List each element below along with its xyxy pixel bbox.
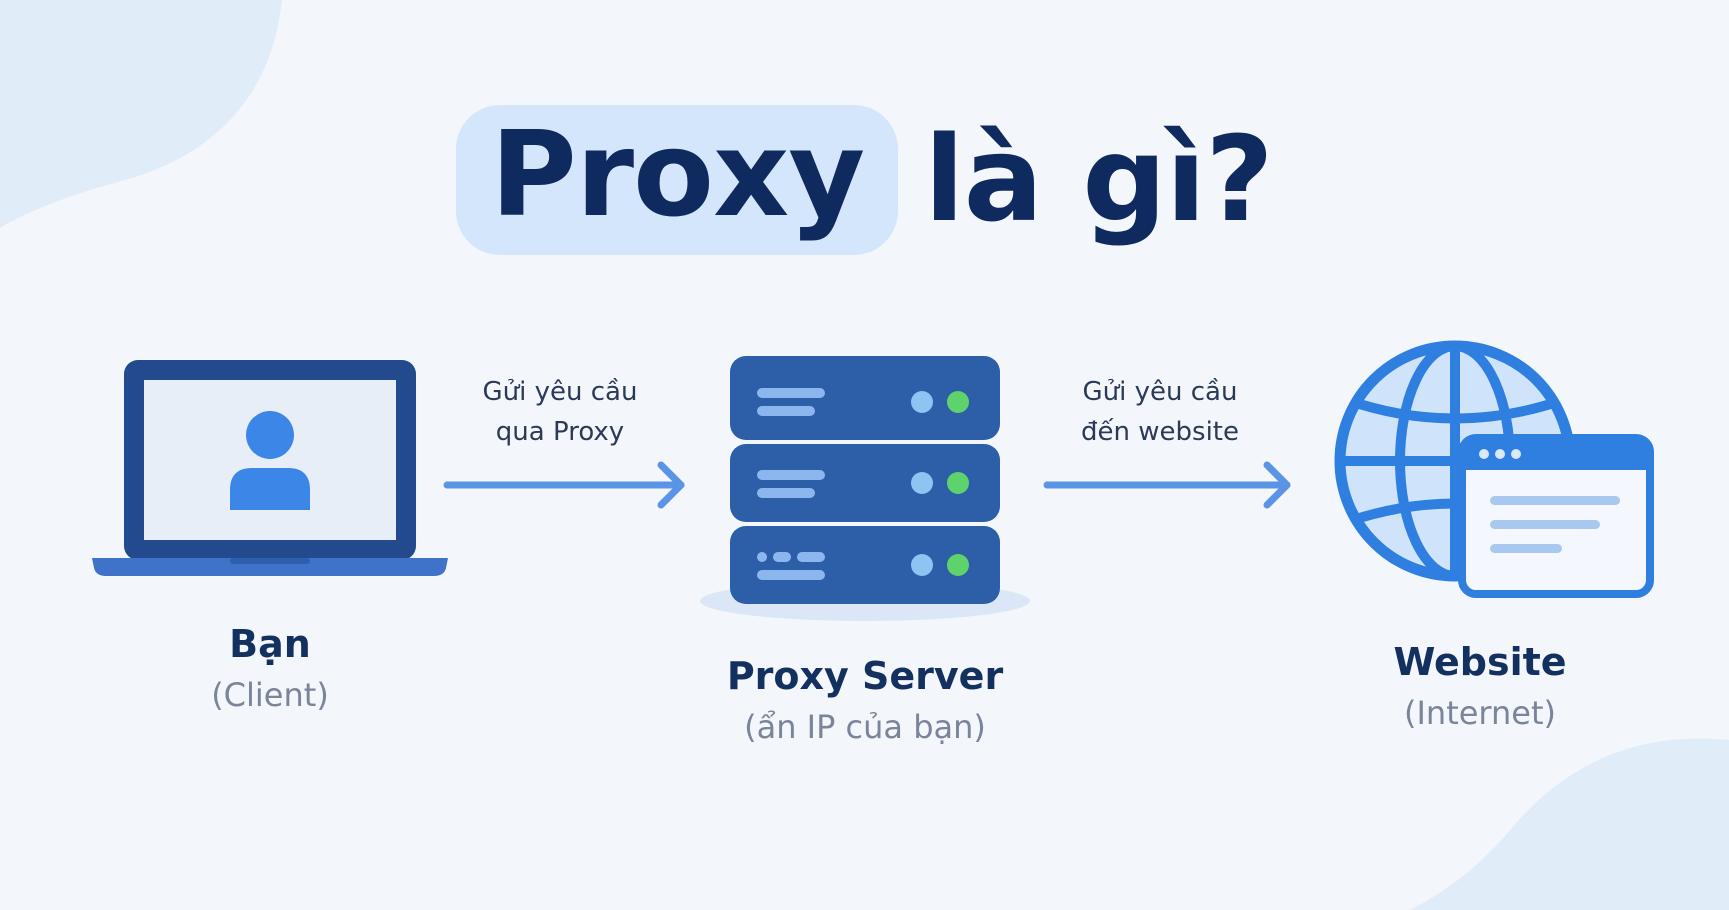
proxy-sub: (ẩn IP của bạn) [744,708,986,746]
client-label: Bạn (Client) [140,622,400,714]
server-icon [700,356,1030,621]
title-highlight: Proxy [456,105,899,255]
arrow-label-to-proxy-line2: qua Proxy [495,417,625,447]
website-name: Website [1393,640,1567,684]
client-name: Bạn [229,622,311,666]
client-sub: (Client) [211,676,329,714]
arrow-label-to-website: Gửi yêu cầu đến website [1040,372,1280,452]
arrow-label-to-proxy: Gửi yêu cầu qua Proxy [440,372,680,452]
proxy-label: Proxy Server (ẩn IP của bạn) [690,654,1040,746]
title-rest: là gì? [924,110,1274,249]
website-sub: (Internet) [1403,694,1557,732]
page-title: Proxy là gì? [456,105,1274,255]
arrow-label-to-proxy-line1: Gửi yêu cầu [482,377,638,407]
user-icon [230,411,310,510]
laptop-icon [92,360,448,576]
arrow-label-to-website-line1: Gửi yêu cầu [1082,377,1238,407]
background-blob-bottom-right [1410,738,1729,910]
title-area: Proxy là gì? [0,100,1729,260]
arrow-label-to-website-line2: đến website [1081,417,1239,447]
browser-window-icon [1458,434,1654,598]
arrow-to-proxy [443,461,685,509]
website-label: Website (Internet) [1340,640,1620,732]
background-blob-top-left [0,0,282,228]
arrow-to-website [1043,461,1291,509]
proxy-name: Proxy Server [726,654,1004,698]
